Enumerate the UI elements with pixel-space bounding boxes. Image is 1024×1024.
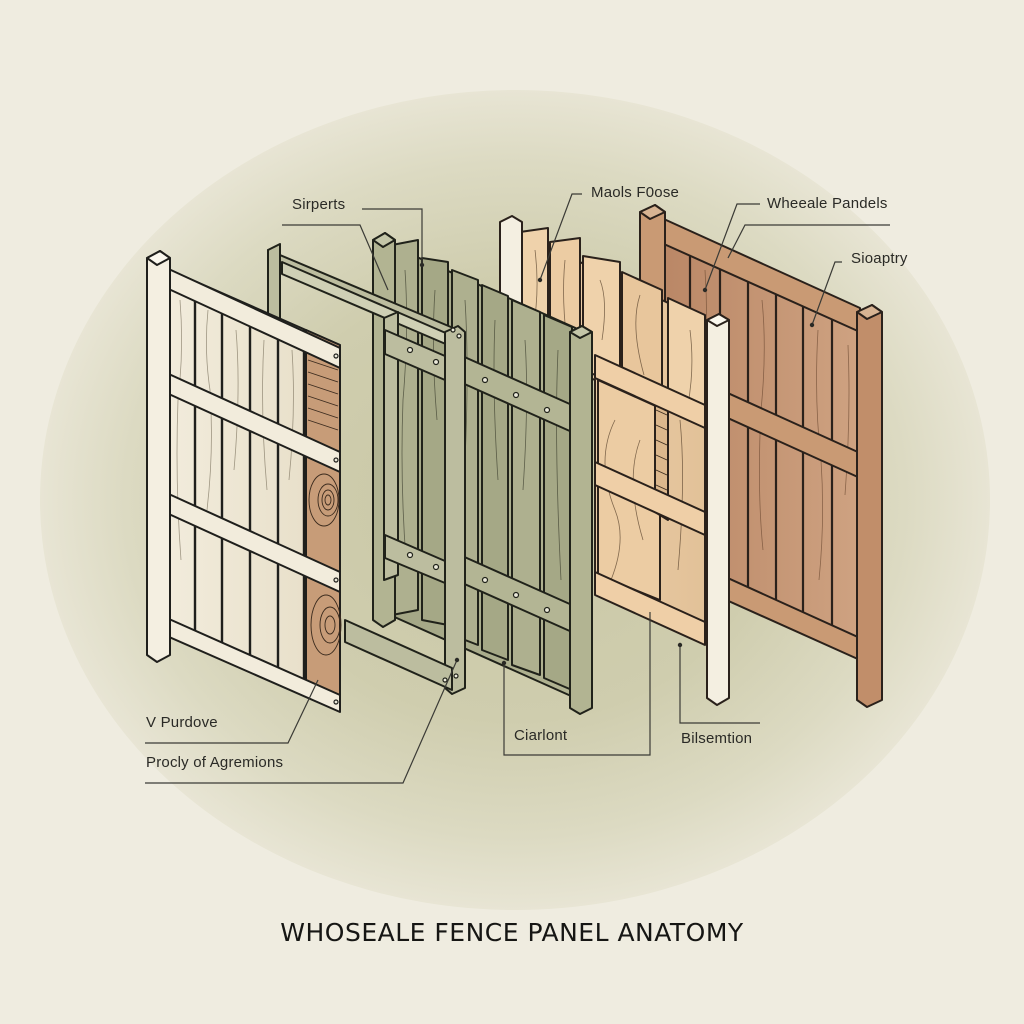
cream-picket-panel [146,250,342,713]
label-wheeale-pandels: Wheeale Pandels [767,195,888,212]
label-sioaptry: Sioaptry [851,250,908,267]
label-sirperts: Sirperts [292,196,346,213]
label-maols-foose: Maols F0ose [591,184,680,201]
leader-lines [145,193,890,784]
label-procly-of-agremions: Procly of Agremions [146,754,284,771]
label-ciarlont: Ciarlont [514,727,568,744]
diagram-title: WHOSEALE FENCE PANEL ANATOMY [280,918,744,947]
label-v-purdove: V Purdove [146,714,218,731]
label-bilsemtion: Bilsemtion [681,730,753,747]
